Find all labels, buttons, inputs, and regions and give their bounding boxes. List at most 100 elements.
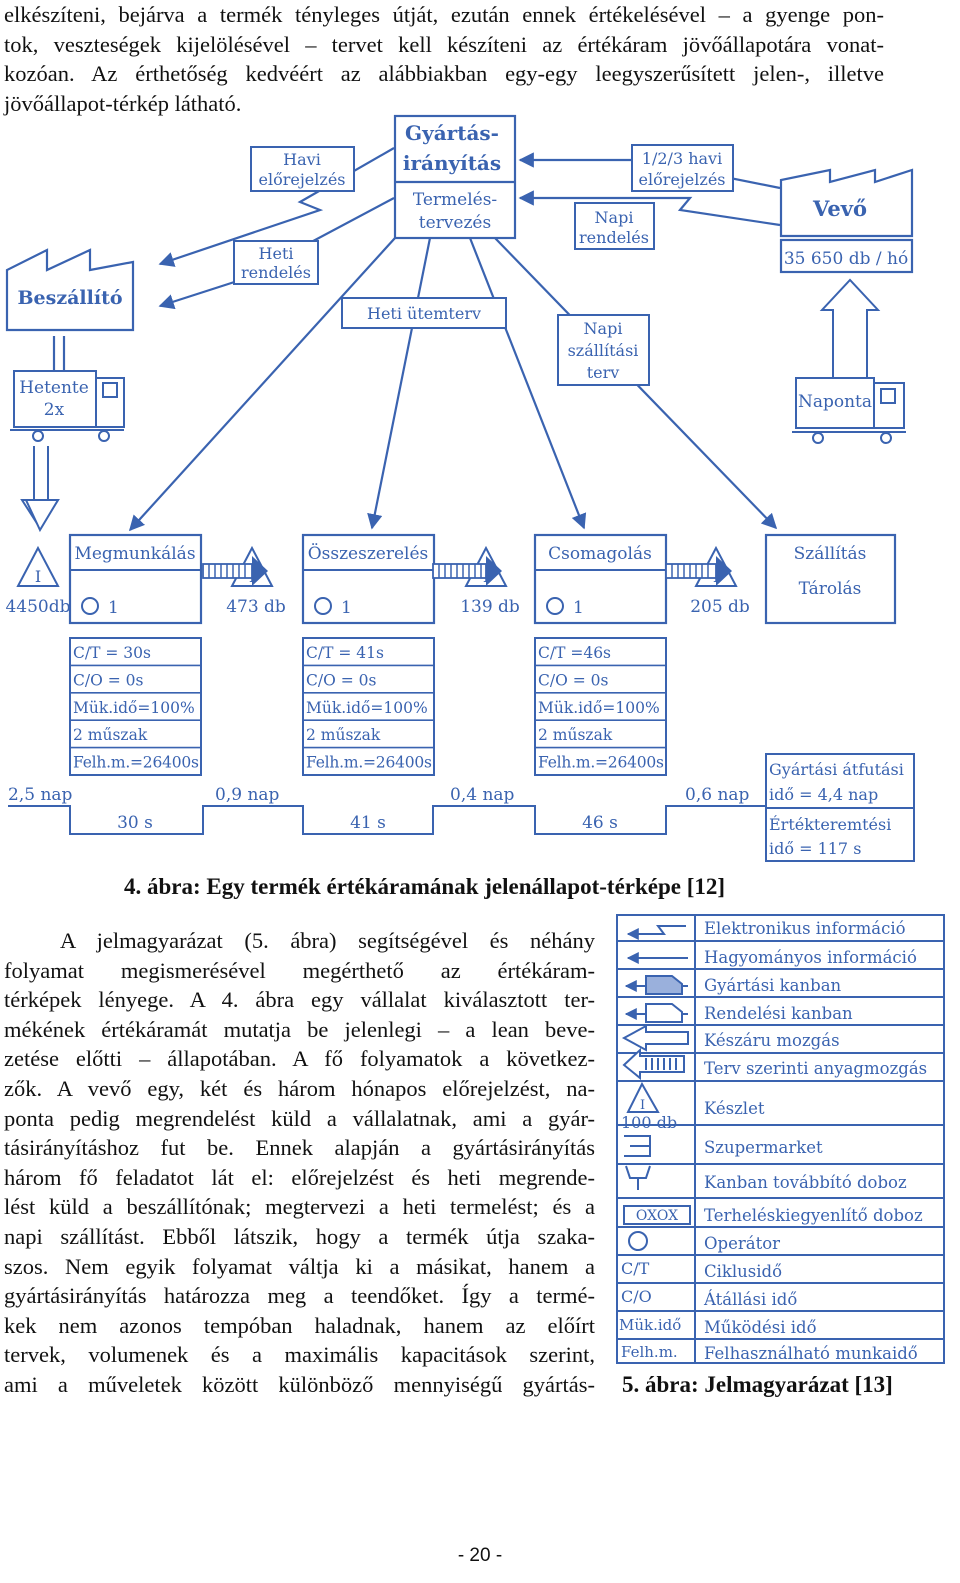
kanban-post-icon [625, 1165, 651, 1190]
data-box-shifts: 2 műszak [73, 726, 148, 744]
legend-stock-qty: 100 db [621, 1113, 677, 1132]
electronic-info-icon [626, 925, 686, 940]
supplier-truck-1: Hetente [19, 378, 89, 398]
info-line [468, 237, 587, 530]
data-box-shifts: 2 műszak [538, 726, 613, 744]
data-box-uptime: Mük.idő=100% [306, 699, 428, 717]
body-line: tervek, volumenek és a maximális kapacit… [4, 1342, 595, 1368]
customer-truck-icon [792, 377, 906, 444]
data-box-avail: Felh.m.=26400s [306, 754, 432, 772]
process-name: Megmunkálás [74, 544, 195, 564]
timeline-ladder [8, 805, 766, 835]
push-arrow [665, 556, 732, 586]
monthly-forecast-box [250, 146, 355, 192]
inventory-icon [626, 1081, 660, 1113]
operator-icon [628, 1231, 648, 1251]
leveling-box-icon [623, 1205, 691, 1225]
legend-abbr-avail: Felh.m. [621, 1343, 678, 1361]
customer-label: Vevő [812, 196, 867, 221]
production-control-box [393, 114, 517, 240]
customer-forecast-2: előrejelzés [639, 170, 726, 189]
data-box-shifts: 2 műszak [306, 726, 381, 744]
intro-line: jövőállapot-térkép látható. [4, 90, 242, 116]
control-title-1: Gyártás- [405, 121, 499, 145]
daily-ship-plan-3: terv [587, 363, 620, 382]
withdrawal-kanban-icon [624, 1003, 688, 1023]
intro-line: kozóan. Az érthetőség kedvéért az alábbi… [4, 61, 884, 87]
shipping-box [764, 533, 897, 625]
body-line: zetése előtti – állapotában. A fő folyam… [4, 1046, 595, 1072]
weekly-order-1: Heti [259, 244, 294, 263]
intro-line: elkészíteni, bejárva a termék tényleges … [4, 2, 884, 27]
data-box-ct: C/T = 41s [306, 644, 384, 662]
customer-factory-icon [779, 168, 914, 274]
legend-leveling-symbol: OXOX [636, 1208, 678, 1224]
timeline-days: 0,6 nap [685, 785, 750, 805]
body-line: A jelmagyarázat (5. ábra) segítségével é… [60, 928, 595, 953]
data-box-avail: Felh.m.=26400s [538, 754, 664, 772]
body-line: kek nem azonos tempóban haladnak, hanem … [4, 1312, 595, 1338]
inventory-qty: 4450db [5, 597, 70, 617]
body-line: ami a műveletek között különböző mennyis… [4, 1371, 595, 1397]
figure-5-caption: 5. ábra: Jelmagyarázat [13] [622, 1372, 893, 1397]
supplier-truck-icon [10, 370, 125, 442]
supplier-truck-2: 2x [44, 400, 65, 420]
weekly-order-2: rendelés [241, 263, 311, 282]
shipping-label-1: Szállítás [794, 544, 867, 564]
legend-abbr-co: C/O [621, 1287, 652, 1306]
body-line: lést küld a beszállítónak; megtervezi a … [4, 1194, 595, 1220]
supplier-factory-icon [5, 248, 135, 332]
data-box-co: C/O = 0s [538, 671, 608, 689]
customer-truck-label: Naponta [798, 392, 872, 412]
control-title-2: irányítás [403, 151, 501, 175]
body-line: gyártásirányítás határozza meg a teendők… [4, 1283, 595, 1309]
legend-label: Operátor [704, 1234, 780, 1253]
daily-ship-plan-2: szállítási [568, 341, 639, 360]
daily-order-2: rendelés [579, 228, 649, 247]
body-paragraph: A jelmagyarázat (5. ábra) segítségével é… [4, 926, 595, 1400]
data-box-ct: C/T = 30s [73, 644, 151, 662]
body-line: napi szállítást. Ebből látszik, hogy a t… [4, 1223, 595, 1249]
operator-icon [81, 597, 99, 615]
legend-label: Gyártási kanban [704, 976, 842, 995]
inventory-qty: 473 db [226, 597, 286, 617]
legend-label: Terv szerinti anyagmozgás [704, 1059, 927, 1078]
timeline-days: 2,5 nap [8, 785, 73, 805]
page-number: - 20 - [457, 1545, 503, 1566]
legend-label: Rendelési kanban [704, 1004, 853, 1023]
control-sub-1: Termelés- [413, 190, 497, 210]
inventory-qty: 139 db [460, 597, 520, 617]
body-line: ponta pedig megrendelést küld a vállalat… [4, 1105, 595, 1131]
customer-shipment-arrow [819, 278, 881, 379]
data-box-ct: C/T =46s [538, 644, 611, 662]
inventory-i: I [640, 1098, 645, 1113]
weekly-order-box [233, 240, 319, 285]
operator-icon [546, 597, 564, 615]
daily-order-box [574, 202, 655, 250]
legend-label: Szupermarket [704, 1138, 823, 1157]
timeline-process-time: 46 s [582, 813, 618, 833]
legend-label: Ciklusidő [704, 1262, 782, 1281]
body-line: három fő feladatot lát el: előrejelzést … [4, 1164, 595, 1190]
body-line: zők. A vevő egy, két és három hónapos el… [4, 1075, 595, 1101]
body-line: tásirányításhoz fut be. Ennek alapján a … [4, 1135, 595, 1161]
data-box-uptime: Mük.idő=100% [73, 699, 195, 717]
lead-time-1: Gyártási átfutási [769, 760, 904, 779]
supermarket-icon [624, 1135, 651, 1157]
daily-ship-plan-box [557, 314, 650, 386]
legend-label: Készlet [704, 1099, 765, 1118]
legend-label: Készáru mozgás [704, 1031, 840, 1050]
legend-label: Kanban továbbító doboz [704, 1173, 907, 1192]
daily-order-1: Napi [595, 208, 634, 227]
lead-time-3: Értékteremtési [769, 814, 891, 834]
legend-label: Terheléskiegyenlítő doboz [704, 1206, 923, 1225]
data-box-avail: Felh.m.=26400s [73, 754, 199, 772]
push-arrow [432, 556, 502, 586]
body-line: mékének értékáramát mutatja be jelenlegi… [4, 1016, 595, 1042]
customer-forecast-1: 1/2/3 havi [642, 149, 722, 168]
intro-line: tok, veszteségek kijelölésével – tervet … [4, 31, 884, 57]
info-line [128, 237, 396, 532]
process-name: Csomagolás [548, 544, 652, 564]
